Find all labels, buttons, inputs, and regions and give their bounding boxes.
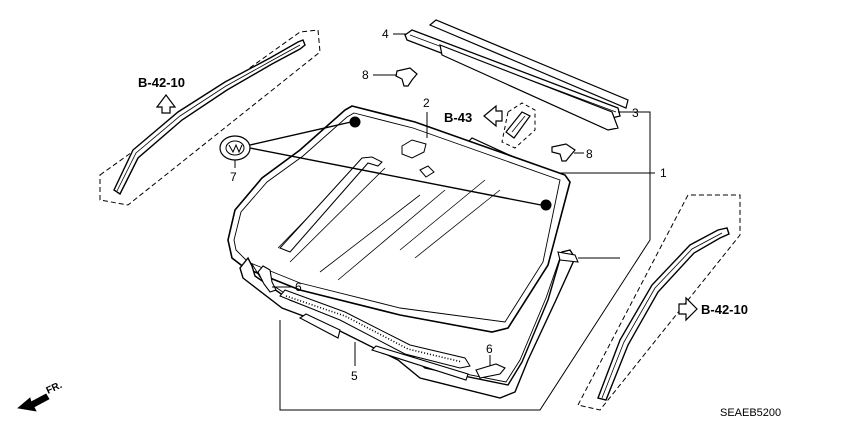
callout-6a: 6 (295, 280, 302, 294)
glass-reflection-6 (414, 189, 501, 259)
part-7-emblem-inner (225, 140, 245, 156)
front-direction-arrow-icon (17, 393, 50, 412)
front-direction-group: FR. (17, 380, 64, 412)
part-8b-clip (551, 143, 576, 162)
rain-sensor-pad (419, 165, 435, 178)
callout-8b: 8 (586, 147, 593, 161)
lower-garnish-left (298, 313, 341, 339)
part-8a-group: 8 (362, 67, 418, 87)
callout-8a: 8 (362, 68, 369, 82)
ref-right-right-arrow-icon (678, 296, 698, 322)
part-7-leader-to-top-dot (249, 121, 352, 146)
ref-right-label: B-42-10 (701, 302, 748, 317)
ref-center-left-arrow-icon (483, 104, 503, 128)
callout-5: 5 (351, 369, 358, 383)
ref-right-group: B-42-10 (678, 296, 748, 322)
part-6a-spacer (257, 265, 277, 293)
callout-1: 1 (660, 166, 667, 180)
mirror-mount-notch (401, 139, 427, 159)
part-3-leader (279, 111, 651, 411)
part-6a-group: 6 (257, 265, 302, 294)
callout-6b: 6 (486, 342, 493, 356)
right-pillar-garnish-edge (601, 232, 723, 399)
part-3-group: 3 (279, 106, 651, 411)
part-6b-spacer (475, 363, 506, 379)
part-5-adhesive-strip (279, 289, 471, 369)
callout-2: 2 (423, 96, 430, 110)
lower-garnish-center (370, 345, 469, 381)
left-pillar-garnish (113, 39, 306, 196)
part-7-group: 7 (219, 121, 542, 206)
glass-reflection-2 (289, 167, 386, 263)
ref-left-group: B-42-10 (138, 75, 185, 114)
part-7-leader-to-right-dot (249, 147, 542, 206)
glass-reflection-3 (319, 194, 421, 273)
part-3-top-strip (428, 19, 629, 109)
ref-left-label: B-42-10 (138, 75, 185, 90)
left-pillar-garnish-edge (116, 44, 301, 192)
callout-4: 4 (382, 27, 389, 41)
callout-3: 3 (632, 106, 639, 120)
windshield-glass (227, 105, 571, 333)
adhesive-dot-top (349, 116, 361, 128)
sensor-bracket-dashed-box (501, 102, 536, 149)
right-pillar-garnish (597, 227, 730, 401)
left-pillar-dashed-box (99, 29, 321, 206)
part-7-emblem-mark-icon (228, 143, 243, 154)
part-6b-group: 6 (475, 342, 506, 379)
part-5-group: 5 (239, 249, 620, 399)
adhesive-dot-right (540, 199, 552, 211)
right-pillar-group (577, 194, 741, 411)
ref-center-group: B-43 (444, 102, 536, 149)
part-3-lower-strip (439, 44, 619, 131)
ref-center-label: B-43 (444, 110, 472, 125)
sensor-bracket-inner (511, 115, 526, 133)
ref-left-up-arrow-icon (155, 94, 177, 114)
part-8b-group: 8 (551, 143, 593, 162)
left-pillar-group (99, 29, 321, 206)
part-8a-clip (395, 67, 418, 87)
part-4-group: 4 (382, 19, 629, 131)
windshield-group: 2 (227, 96, 571, 333)
figure-code: SEAEB5200 (720, 407, 781, 419)
right-pillar-dashed-box (577, 194, 741, 411)
front-direction-label: FR. (45, 380, 64, 397)
callout-7: 7 (230, 170, 237, 184)
right-corner-seal (557, 251, 579, 263)
glass-reflection-4 (337, 189, 446, 281)
defroster-strip (279, 156, 383, 253)
